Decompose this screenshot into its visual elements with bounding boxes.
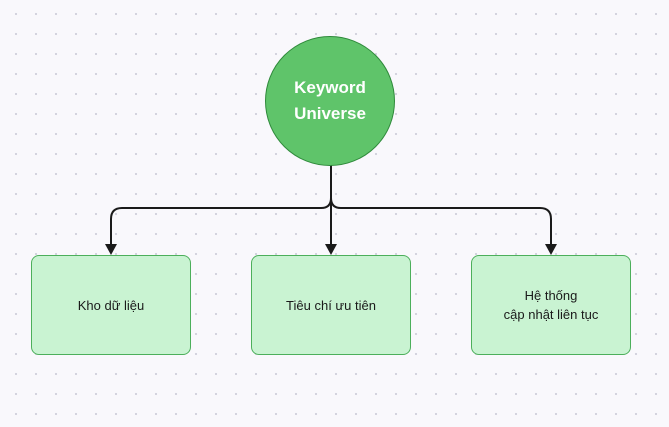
root-node-keyword-universe[interactable]: Keyword Universe <box>265 36 395 166</box>
child-node-label: Kho dữ liệu <box>77 297 145 313</box>
child-node-label: Tiêu chí ưu tiên <box>286 297 376 313</box>
connector-to-he-thong <box>330 165 552 246</box>
child-node-he-thong-cap-nhat[interactable]: Hệ thống cập nhật liên tục <box>471 255 631 355</box>
child-node-kho-du-lieu[interactable]: Kho dữ liệu <box>31 255 191 355</box>
arrowhead-kho-du-lieu <box>105 244 117 255</box>
child-node-label: Hệ thống cập nhật liên tục <box>503 288 599 322</box>
arrowhead-he-thong <box>545 244 557 255</box>
connector-to-kho-du-lieu <box>110 165 332 246</box>
arrowhead-tieu-chi-uu-tien <box>325 244 337 255</box>
child-node-tieu-chi-uu-tien[interactable]: Tiêu chí ưu tiên <box>251 255 411 355</box>
root-node-label: Keyword Universe <box>294 78 366 123</box>
